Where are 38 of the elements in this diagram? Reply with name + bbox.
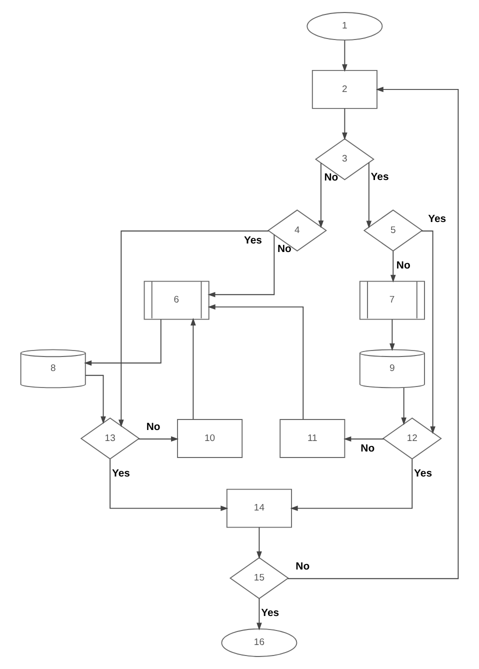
node-diamond: 15	[229, 557, 289, 600]
arrow	[256, 526, 262, 560]
node-box: 14	[226, 488, 292, 528]
arrow	[318, 162, 324, 228]
arrow	[342, 40, 348, 72]
arrow	[208, 234, 275, 298]
edge-label: Yes	[414, 468, 432, 480]
edge-label: Yes	[261, 608, 280, 619]
edge-label: Yes	[428, 214, 446, 225]
edge-label: No	[360, 444, 375, 455]
node-diamond: 5	[363, 209, 423, 252]
arrow	[208, 304, 304, 420]
edge-label: No	[396, 260, 410, 272]
node-box: 2	[312, 70, 378, 109]
arrow	[118, 230, 269, 428]
arrow	[256, 598, 262, 630]
arrow	[342, 108, 348, 140]
node-box: 11	[280, 419, 346, 458]
edge-label: No	[324, 172, 338, 184]
arrow	[344, 436, 384, 442]
arrow	[390, 250, 396, 283]
node-ellipse: 1	[306, 12, 383, 41]
arrow	[290, 458, 413, 511]
arrow	[110, 458, 228, 511]
node-ellipse: 16	[221, 628, 298, 657]
arrow	[390, 318, 395, 351]
edge-label: No	[296, 561, 310, 572]
arrow	[287, 86, 459, 580]
arrow	[366, 162, 372, 228]
arrow	[401, 387, 406, 426]
arrow	[84, 374, 106, 424]
arrow	[138, 436, 179, 442]
arrow	[190, 318, 196, 420]
node-box: 10	[177, 419, 243, 458]
edge-label: Yes	[112, 468, 130, 480]
edge-label: No	[146, 422, 160, 433]
edge-label: Yes	[244, 236, 262, 247]
arrow	[84, 318, 162, 366]
